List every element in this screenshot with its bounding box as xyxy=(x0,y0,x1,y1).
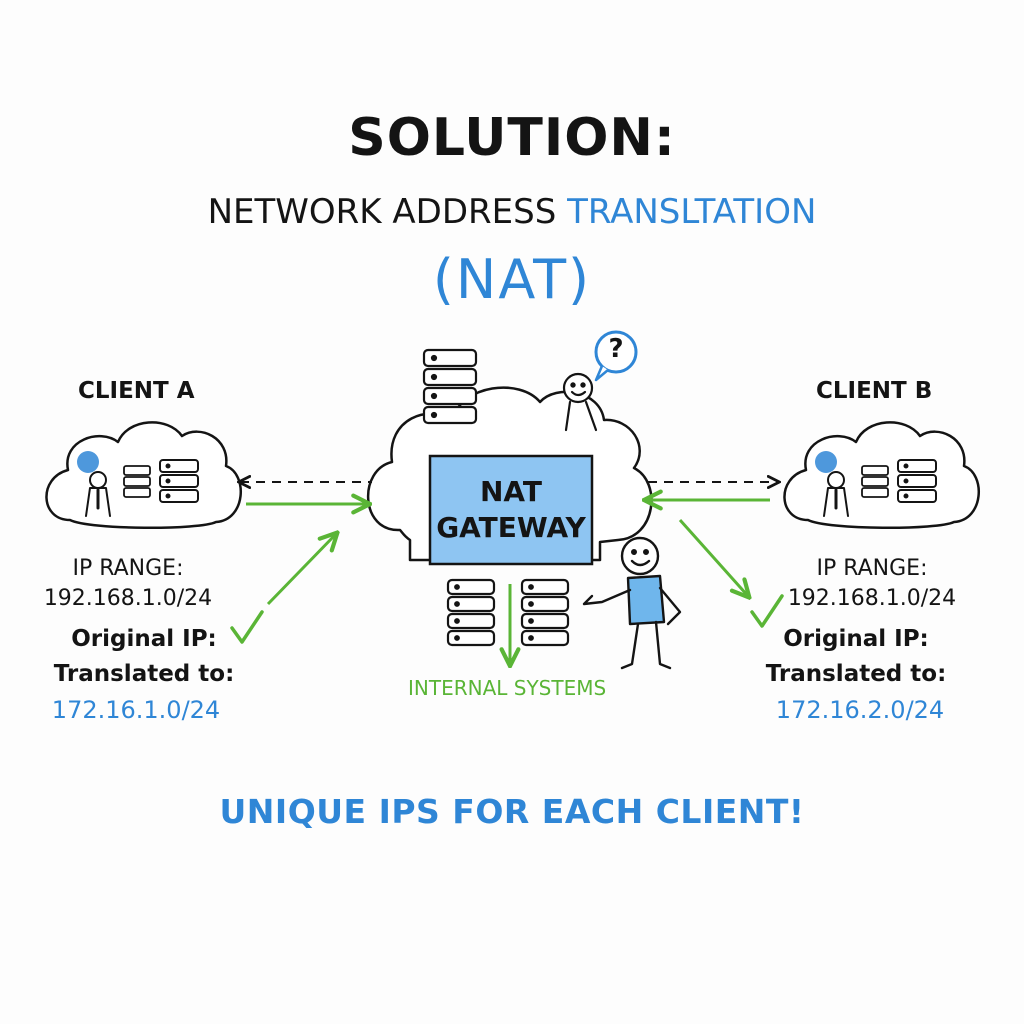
question-bubble-icon xyxy=(594,330,638,382)
client-b-translated-ip: 172.16.2.0/24 xyxy=(775,696,945,724)
client-a-person-icon xyxy=(85,471,111,517)
client-a-label: CLIENT A xyxy=(78,378,195,404)
page-subtitle: NETWORK ADDRESS TRANSLTATION xyxy=(0,192,1024,232)
client-a-original-ip-label: Original IP: xyxy=(71,626,217,652)
footer-message: UNIQUE IPS FOR EACH CLIENT! xyxy=(219,792,805,831)
client-a-ip-range-label: IP RANGE: xyxy=(72,556,184,581)
internal-server-left-icon xyxy=(446,578,496,647)
nat-abbreviation: (NAT) xyxy=(432,248,592,311)
client-a-translated-ip: 172.16.1.0/24 xyxy=(51,696,221,724)
client-b-diagonal-arrow-icon xyxy=(678,518,748,596)
top-server-icon xyxy=(422,348,478,425)
client-b-person-icon xyxy=(823,471,849,517)
subtitle-part-2: TRANSLTATION xyxy=(567,192,817,232)
client-a-server-small-icon xyxy=(123,465,151,498)
internal-server-right-icon xyxy=(520,578,570,647)
pointing-person-icon xyxy=(582,536,682,670)
internal-systems-label: INTERNAL SYSTEMS xyxy=(408,676,607,700)
client-a-ip-range: 192.168.1.0/24 xyxy=(43,586,213,611)
subtitle-part-1: NETWORK ADDRESS xyxy=(207,192,568,232)
gateway-label-line-2: GATEWAY xyxy=(436,511,586,544)
client-b-ip-range: 192.168.1.0/24 xyxy=(787,586,957,611)
client-b-original-ip-label: Original IP: xyxy=(783,626,929,652)
client-a-translated-label: Translated to: xyxy=(53,661,235,687)
client-b-ip-range-label: IP RANGE: xyxy=(816,556,928,581)
peeking-person-icon xyxy=(562,372,598,432)
client-a-checkmark-icon xyxy=(230,610,264,644)
client-b-label: CLIENT B xyxy=(816,378,933,404)
question-mark-text: ? xyxy=(608,334,624,364)
client-a-diagonal-arrow-icon xyxy=(266,534,336,606)
nat-gateway-box xyxy=(428,454,594,566)
client-a-server-large-icon xyxy=(159,459,199,503)
page-title: SOLUTION: xyxy=(348,108,676,168)
gateway-label-line-1: NAT xyxy=(479,475,543,508)
client-b-server-large-icon xyxy=(897,459,937,503)
client-b-translated-label: Translated to: xyxy=(765,661,947,687)
client-b-server-small-icon xyxy=(861,465,889,498)
client-b-checkmark-icon xyxy=(750,594,784,628)
